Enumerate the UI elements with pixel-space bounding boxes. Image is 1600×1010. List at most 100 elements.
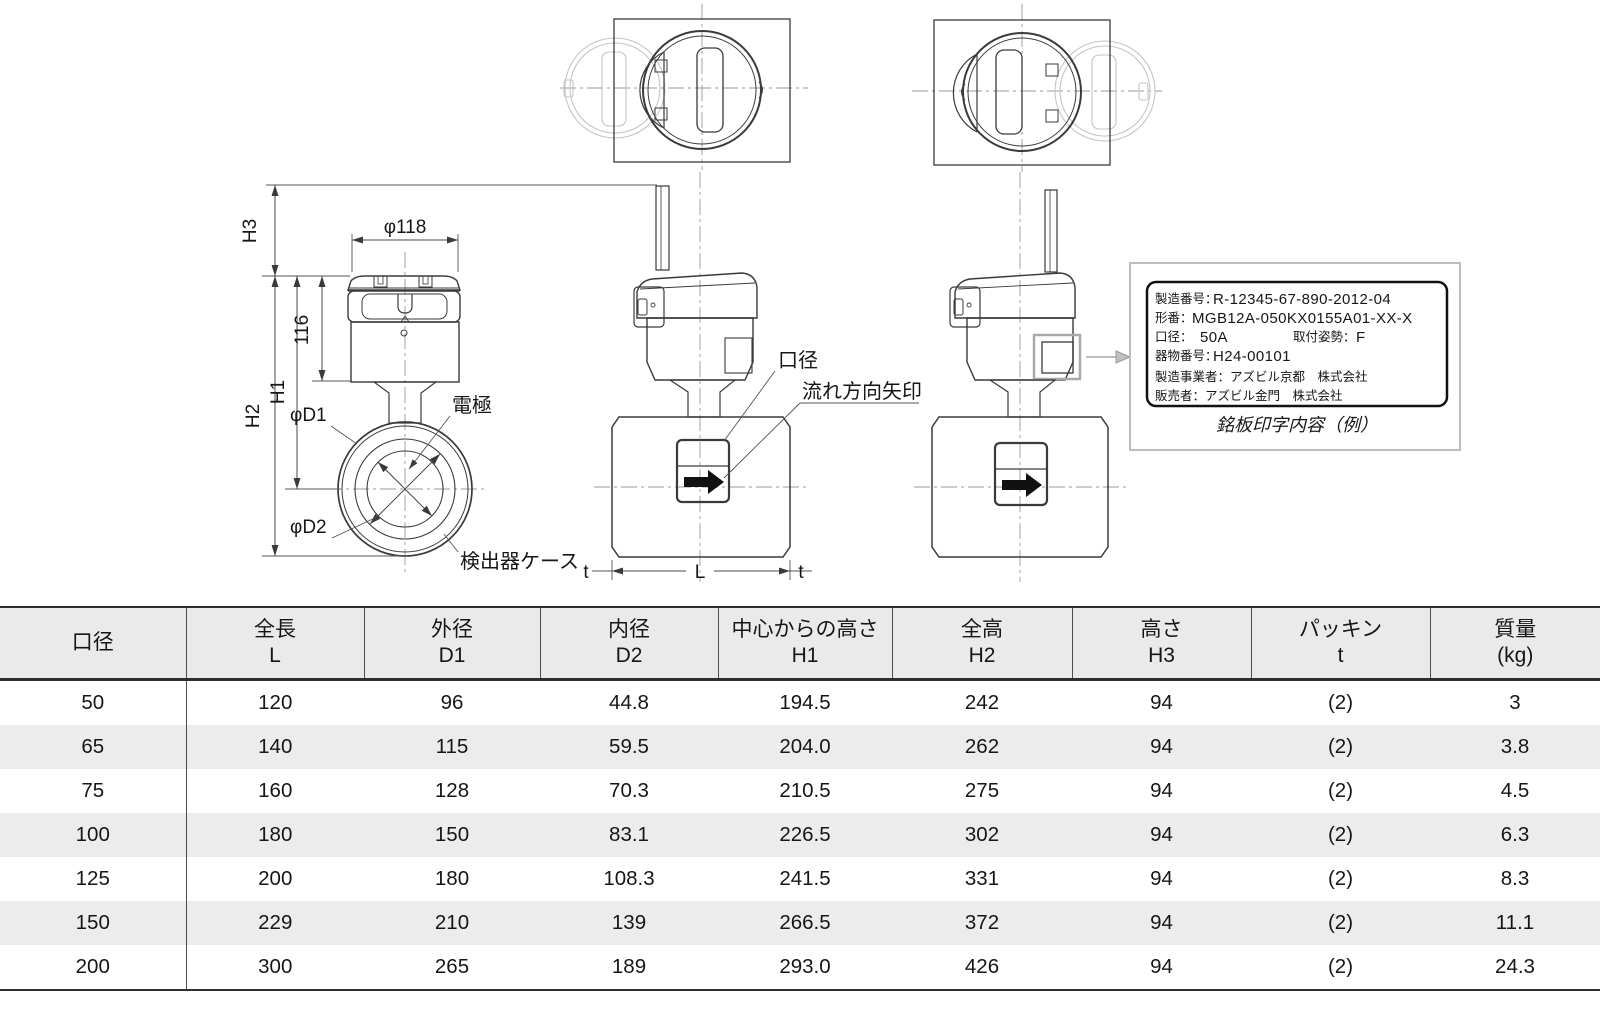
detector-case-label: 検出器ケース (460, 550, 579, 573)
open-lid-ghost (564, 37, 666, 139)
cell: 275 (964, 779, 1000, 802)
serial-value: R-12345-67-890-2012-04 (1213, 291, 1391, 308)
direction-plate (993, 441, 1049, 507)
cell: 331 (964, 867, 1000, 890)
top-view-right (912, 4, 1162, 172)
cell: 265 (364, 945, 540, 991)
model-value: MGB12A-050KX0155A01-XX-X (1192, 310, 1413, 327)
cell: 242 (964, 691, 1000, 714)
manufacturer-line: 製造事業者：アズビル京都 株式会社 (1155, 369, 1368, 384)
cell: 210.5 (779, 779, 831, 802)
cell: 24.3 (1430, 945, 1600, 991)
nameplate (1041, 341, 1074, 374)
cover-latch (949, 286, 981, 328)
mount-label: 取付姿勢： (1293, 329, 1356, 344)
cell: (2) (1251, 945, 1430, 991)
cell: (2) (1327, 779, 1354, 802)
cell: 3 (1509, 691, 1521, 714)
nameplate-border (1145, 280, 1449, 408)
model-label: 形番： (1155, 311, 1193, 325)
cell: 4.5 (1500, 779, 1530, 802)
flow-body (931, 416, 1109, 558)
cover-latch (633, 286, 665, 328)
dim-phi118: φ118 (384, 217, 427, 238)
cell: (2) (1327, 823, 1354, 846)
cell: 44.8 (609, 691, 649, 714)
side-view: 口径 流れ方向矢印 t L t (583, 172, 922, 583)
cell: (2) (1327, 867, 1354, 890)
cell: 204.0 (779, 735, 831, 758)
flow-body (611, 416, 791, 558)
front-view: φ118 H3 116 H1 H2 φD1 φD2 電極 検出器ケース (240, 184, 657, 573)
cell: 302 (964, 823, 1000, 846)
dimension-drawing: φ118 H3 116 H1 H2 φD1 φD2 電極 検出器ケース (240, 4, 1461, 583)
cell: 180 (434, 867, 470, 890)
cell: 70.3 (609, 779, 649, 802)
bore-size-label: 口径： (1155, 330, 1193, 344)
cell: 65 (0, 725, 187, 769)
nameplate-detail: 製造番号： R-12345-67-890-2012-04 形番： MGB12A-… (1129, 262, 1461, 451)
top-view-left (560, 4, 808, 170)
cell: 125 (0, 857, 187, 901)
dim-t-left: t (583, 562, 589, 583)
antenna (655, 185, 670, 271)
item-number-value: H24-00101 (1213, 348, 1291, 365)
nameplate-pointer-arrow-icon (1115, 350, 1132, 364)
col-header-mass: 質量(kg) (1429, 606, 1600, 681)
nameplate-caption: 銘板印字内容（例） (1216, 415, 1378, 435)
cell: 150 (0, 901, 187, 945)
cell: 139 (611, 911, 647, 934)
flow-direction-arrow-icon (684, 470, 724, 494)
cell: 189 (540, 945, 718, 991)
cell: 160 (258, 779, 293, 802)
dim-h3: H3 (240, 219, 261, 243)
bore-size-value: 50A (1200, 329, 1228, 346)
cell: 128 (434, 779, 470, 802)
cell: 94 (1150, 735, 1173, 758)
cell: 108.3 (603, 867, 655, 890)
cell: 83.1 (609, 823, 649, 846)
cell: 194.5 (779, 691, 831, 714)
direction-plate (675, 438, 731, 504)
cell: (2) (1327, 911, 1354, 934)
cell: 115 (435, 735, 469, 758)
cell: 11.1 (1495, 911, 1535, 934)
dim-h2: H2 (243, 404, 264, 428)
cell: 372 (964, 911, 1000, 934)
cell: 94 (1150, 779, 1173, 802)
dim-phiD2: φD2 (290, 517, 327, 538)
cell: 94 (1150, 867, 1173, 890)
cell: 426 (892, 945, 1072, 991)
cell: (2) (1327, 735, 1354, 758)
dim-116: 116 (292, 315, 313, 345)
cell: 94 (1150, 823, 1173, 846)
col-header-bore: 口径 (0, 606, 186, 681)
cell: 200 (258, 867, 293, 890)
neck (372, 381, 438, 424)
cell: 140 (258, 735, 293, 758)
cell: 94 (1150, 691, 1173, 714)
cell: 293.0 (718, 945, 892, 991)
cell: 94 (1072, 945, 1251, 991)
open-lid-ghost (1054, 40, 1156, 142)
dim-phiD1: φD1 (290, 405, 327, 426)
cell: 266.5 (779, 911, 831, 934)
seller-line: 販売者：アズビル金門 株式会社 (1155, 388, 1343, 403)
cell: 180 (258, 823, 293, 846)
